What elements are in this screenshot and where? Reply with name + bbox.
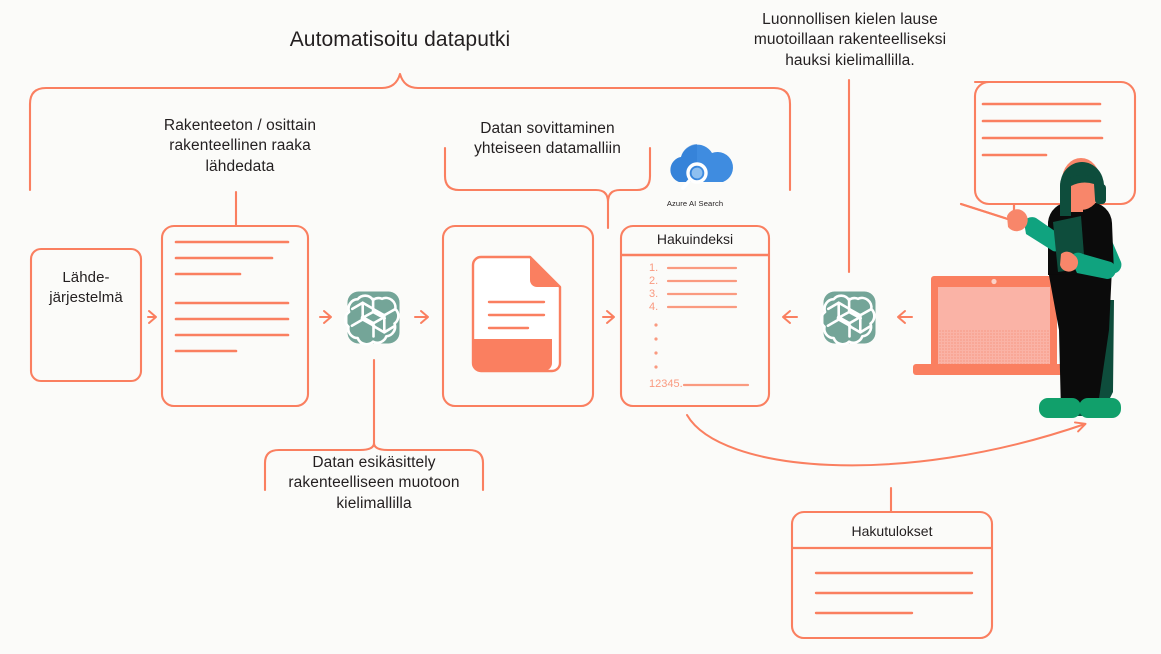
source-system-label: Lähde- järjestelmä xyxy=(49,269,123,307)
laptop-illustration xyxy=(913,276,1075,375)
arrow-llm2-to-laptop xyxy=(897,310,913,324)
label-preprocessing: Datan esikäsittely rakenteelliseen muoto… xyxy=(288,454,460,512)
speech-bubble xyxy=(959,80,1137,223)
label-natural-language: Luonnollisen kielen lause muotoillaan ra… xyxy=(753,11,947,69)
person-illustration xyxy=(1007,158,1122,418)
openai-logo-preprocess xyxy=(343,291,400,346)
structured-document-box xyxy=(441,224,595,408)
raw-data-document xyxy=(160,224,310,408)
arrow-source-to-raw xyxy=(147,310,157,324)
search-results-title: Hakutulokset xyxy=(851,523,933,539)
azure-ai-search-logo xyxy=(670,144,733,190)
index-item-number: 4. xyxy=(649,301,659,313)
arrow-index-to-llm2 xyxy=(782,310,798,324)
bracket-data-mapping xyxy=(443,146,652,230)
azure-ai-search-caption: Azure AI Search xyxy=(666,199,724,208)
arrow-raw-to-llm xyxy=(319,310,332,324)
diagram-title: Automatisoitu dataputki xyxy=(289,28,511,51)
structured-document-icon xyxy=(471,255,562,373)
search-index-title: Hakuindeksi xyxy=(656,231,734,247)
search-index-box xyxy=(619,224,771,408)
index-last-item-number: 12345. xyxy=(649,378,683,390)
openai-logo-query xyxy=(819,291,876,346)
label-data-mapping: Datan sovittaminen yhteiseen datamalliin xyxy=(474,120,621,158)
arrow-llm-to-structured xyxy=(414,310,429,324)
label-raw-data: Rakenteeton / osittain rakenteellinen ra… xyxy=(163,117,317,175)
index-item-number: 1. xyxy=(649,262,659,274)
index-item-number: 2. xyxy=(649,275,659,287)
curve-index-to-person xyxy=(686,414,1087,467)
index-item-number: 3. xyxy=(649,288,659,300)
arrow-structured-to-index xyxy=(602,310,615,324)
